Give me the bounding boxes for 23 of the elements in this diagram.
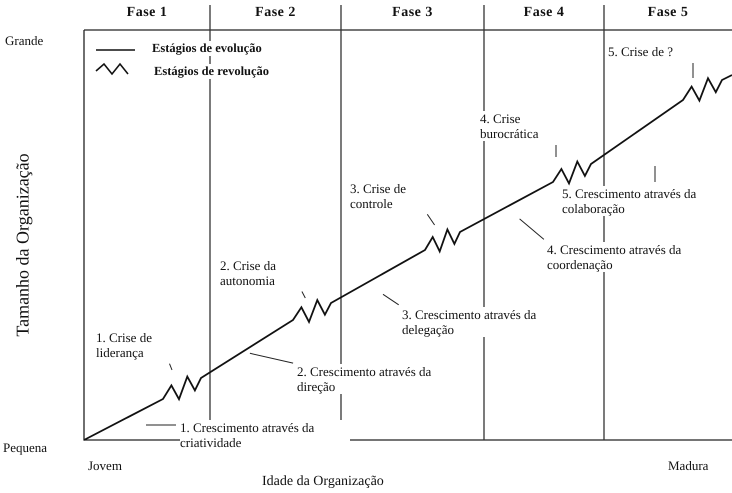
phase-header: Fase 2 <box>254 5 297 20</box>
axis-tick-label: Pequena <box>3 440 48 455</box>
leader-line <box>692 62 694 78</box>
phase-header: Fase 1 <box>126 5 168 20</box>
axis-tick-label: Madura <box>668 458 708 473</box>
phase-header: Fase 5 <box>646 5 690 20</box>
leader-line <box>169 363 172 370</box>
legend-label: Estágios de revolução <box>152 64 272 79</box>
axis-tick-label: Grande <box>5 33 44 48</box>
phase-header: Fase 3 <box>391 5 434 20</box>
leader-line <box>249 352 294 364</box>
leader-line <box>519 218 544 240</box>
axis-title: Idade da Organização <box>262 474 384 489</box>
phase-header: Fase 4 <box>522 5 566 20</box>
legend-label: Estágios de evolução <box>150 41 264 56</box>
leader-line <box>654 166 656 182</box>
leader-line <box>146 424 176 426</box>
stage-label: 1. Crescimento através da criatividade <box>180 420 350 450</box>
axis-title: Tamanho da Organização <box>12 153 32 337</box>
leader-line <box>301 291 306 298</box>
leader-line <box>382 294 400 306</box>
axis-tick-label: Jovem <box>88 458 122 473</box>
leader-line <box>426 214 436 226</box>
